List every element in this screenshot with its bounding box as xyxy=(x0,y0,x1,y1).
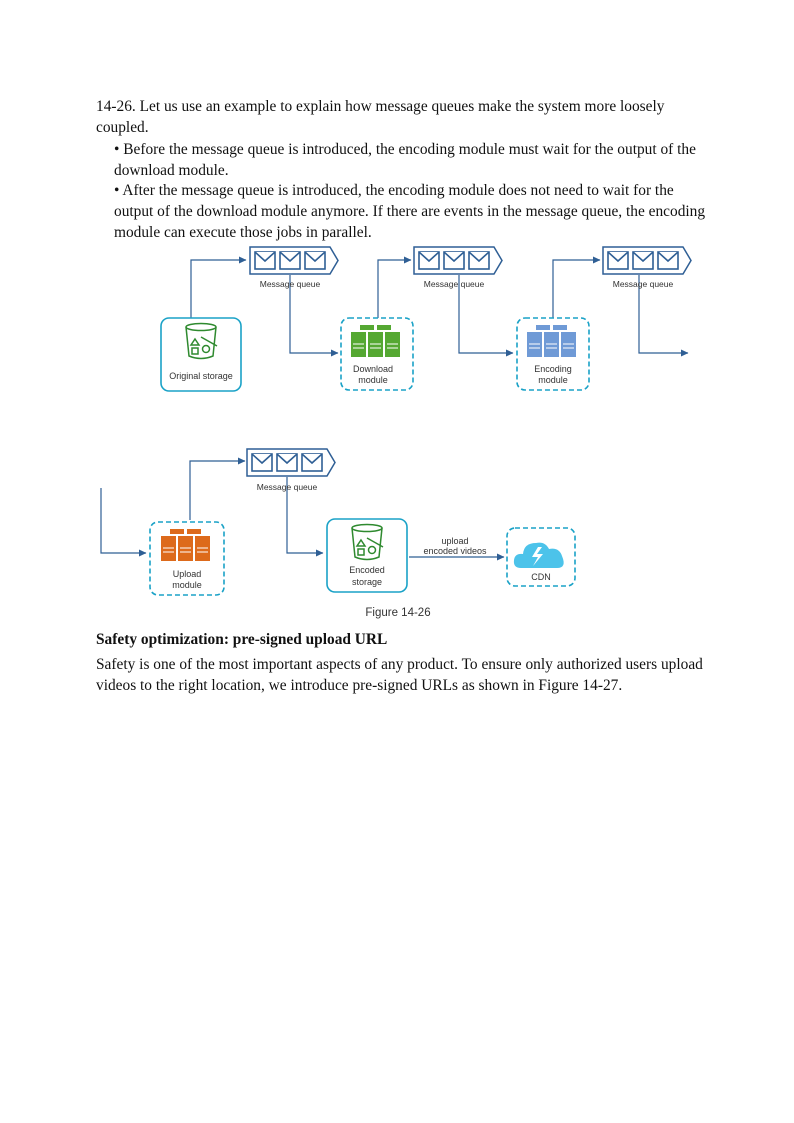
encoded-storage-node: Encoded storage xyxy=(326,518,408,593)
upload-module-label-1: Upload xyxy=(173,569,202,579)
server-cluster-icon xyxy=(527,325,576,357)
upload-module-node: Upload module xyxy=(149,521,225,596)
message-queue-2-label: Message queue xyxy=(424,279,485,289)
cdn-node: CDN xyxy=(506,527,576,587)
original-storage-label: Original storage xyxy=(169,371,233,381)
bullet-after-queue: • After the message queue is introduced,… xyxy=(114,182,706,241)
arrow-encoding-to-queue3 xyxy=(552,256,601,318)
encoded-storage-label-1: Encoded xyxy=(349,565,385,575)
bucket-icon xyxy=(351,523,384,561)
edge-label-upload: upload xyxy=(441,536,468,546)
message-queue-4-label: Message queue xyxy=(257,482,318,492)
cdn-label: CDN xyxy=(531,572,551,582)
download-module-node: Download module xyxy=(340,317,414,391)
bucket-icon xyxy=(185,322,218,360)
download-module-label-1: Download xyxy=(353,364,393,374)
arrow-queue4-to-encoded xyxy=(286,477,324,557)
section-heading: Safety optimization: pre-signed upload U… xyxy=(96,631,388,648)
figure-14-26-diagram: Message queue Message queue Message queu… xyxy=(100,246,692,619)
message-queue-3 xyxy=(602,246,692,275)
upload-module-label-2: module xyxy=(172,580,202,590)
encoded-storage-label-2: storage xyxy=(352,577,382,587)
message-queue-4 xyxy=(246,448,336,477)
original-storage-node: Original storage xyxy=(160,317,242,392)
edge-label-encoded-videos: encoded videos xyxy=(423,546,487,556)
message-queue-1 xyxy=(249,246,339,275)
cloud-lightning-icon xyxy=(513,542,564,568)
arrow-upload-to-queue4 xyxy=(189,457,246,520)
arrow-queue2-to-encoding xyxy=(458,275,514,357)
arrow-original-to-queue1 xyxy=(190,256,247,318)
encoding-module-label-2: module xyxy=(538,375,568,385)
message-queue-2 xyxy=(413,246,503,275)
server-cluster-icon xyxy=(351,325,400,357)
server-cluster-icon xyxy=(161,529,210,561)
bullet-before-queue: • Before the message queue is introduced… xyxy=(114,141,696,179)
encoding-module-node: Encoding module xyxy=(516,317,590,391)
arrow-download-to-queue2 xyxy=(377,256,412,318)
arrow-in-to-upload xyxy=(100,488,147,557)
intro-paragraph: 14-26. Let us use an example to explain … xyxy=(96,98,665,136)
message-queue-1-label: Message queue xyxy=(260,279,321,289)
encoding-module-label-1: Encoding xyxy=(534,364,572,374)
arrow-queue1-to-download xyxy=(289,275,339,357)
arrow-queue3-out xyxy=(638,275,689,357)
download-module-label-2: module xyxy=(358,375,388,385)
message-queue-3-label: Message queue xyxy=(613,279,674,289)
safety-paragraph: Safety is one of the most important aspe… xyxy=(96,656,703,694)
figure-caption: Figure 14-26 xyxy=(365,607,430,619)
